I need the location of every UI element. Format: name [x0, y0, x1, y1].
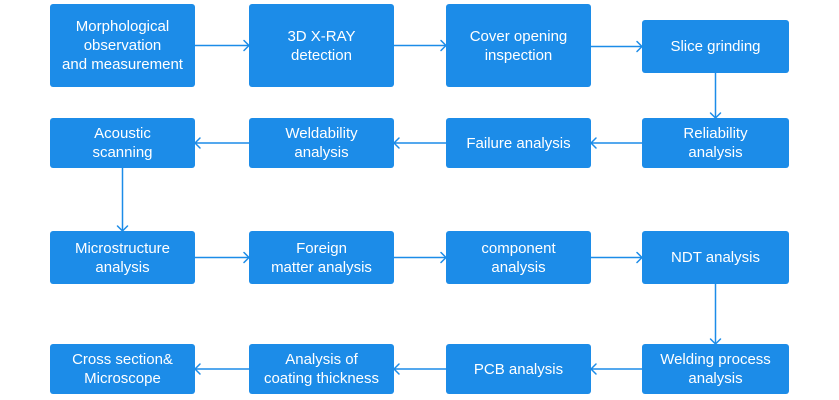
connector-cover-to-slice [591, 40, 643, 53]
node-slice: Slice grinding [642, 20, 789, 73]
node-welding: Welding process analysis [642, 344, 789, 394]
connector-component-to-ndt [591, 251, 643, 264]
connector-foreign-to-component [394, 251, 447, 264]
node-acoustic: Acoustic scanning [50, 118, 195, 168]
node-component: component analysis [446, 231, 591, 284]
connector-ndt-to-welding [709, 284, 722, 345]
node-weldability: Weldability analysis [249, 118, 394, 168]
connector-coating-to-cross [194, 363, 249, 375]
node-ndt: NDT analysis [642, 231, 789, 284]
connector-welding-to-pcb [590, 363, 642, 375]
node-failure: Failure analysis [446, 118, 591, 168]
node-cross: Cross section& Microscope [50, 344, 195, 394]
arrowhead-icon [393, 137, 400, 149]
connector-failure-to-weldability [393, 137, 446, 149]
connector-slice-to-reliability [709, 73, 722, 119]
node-pcb: PCB analysis [446, 344, 591, 394]
connector-xray-to-cover [394, 39, 447, 52]
arrowhead-icon [194, 137, 201, 149]
node-microstructure: Microstructure analysis [50, 231, 195, 284]
arrowhead-icon [194, 363, 201, 375]
node-xray: 3D X-RAY detection [249, 4, 394, 87]
node-foreign: Foreign matter analysis [249, 231, 394, 284]
arrowhead-icon [590, 363, 597, 375]
connector-pcb-to-coating [393, 363, 446, 375]
connector-reliability-to-failure [590, 137, 642, 149]
node-cover: Cover opening inspection [446, 4, 591, 87]
connector-morphological-to-xray [195, 39, 250, 52]
node-coating: Analysis of coating thickness [249, 344, 394, 394]
connector-weldability-to-acoustic [194, 137, 249, 149]
connector-acoustic-to-microstructure [116, 168, 129, 232]
arrowhead-icon [393, 363, 400, 375]
arrowhead-icon [590, 137, 597, 149]
node-morphological: Morphological observation and measuremen… [50, 4, 195, 87]
node-reliability: Reliability analysis [642, 118, 789, 168]
connector-microstructure-to-foreign [195, 251, 250, 264]
